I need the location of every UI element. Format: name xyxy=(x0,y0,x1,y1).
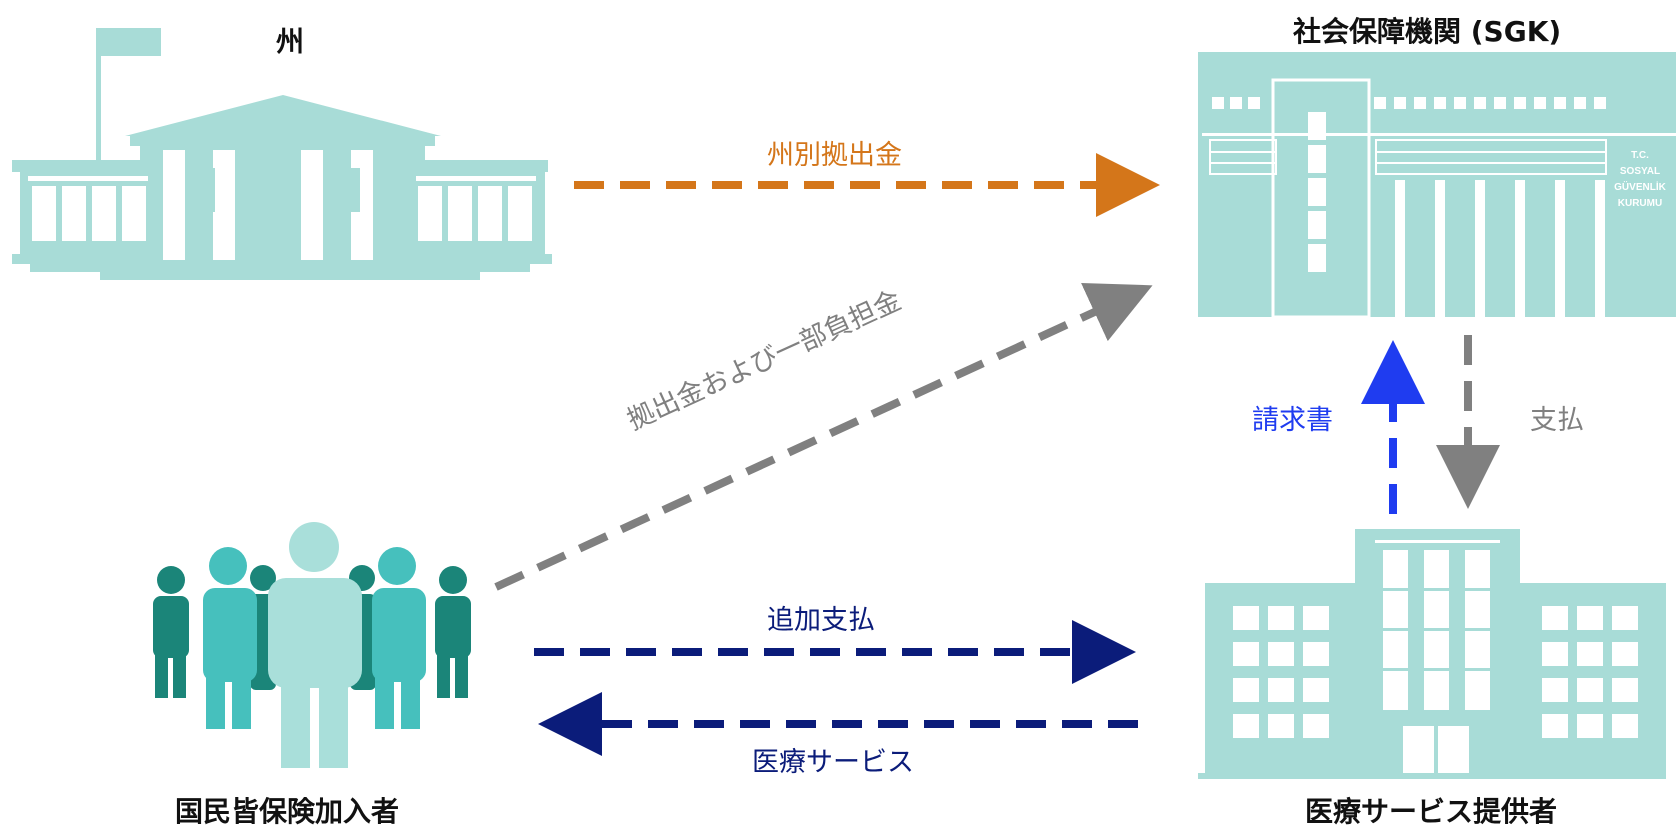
insured-title: 国民皆保険加入者 xyxy=(175,795,400,828)
sgk-building-icon: T.C. SOSYAL GÜVENLİK KURUMU xyxy=(1198,52,1676,319)
payment-label: 支払 xyxy=(1530,405,1584,436)
sgk-sign-line-4: KURUMU xyxy=(1618,198,1662,209)
insured-to-sgk-arrow xyxy=(494,282,1153,591)
sgk-title: 社会保障機関 (SGK) xyxy=(1293,15,1562,48)
provider-building-icon xyxy=(1198,529,1666,779)
sgk-sign-line-2: SOSYAL xyxy=(1620,166,1660,177)
sgk-sign-line-1: T.C. xyxy=(1631,150,1649,161)
provider-title: 医療サービス提供者 xyxy=(1305,795,1558,828)
invoice-label: 請求書 xyxy=(1252,405,1333,436)
people-group-icon xyxy=(153,522,471,768)
extra-payment-label: 追加支払 xyxy=(767,605,875,636)
state-building-icon xyxy=(12,28,552,280)
state-title: 州 xyxy=(276,25,305,58)
state-contribution-label: 州別拠出金 xyxy=(767,140,902,171)
sgk-sign-line-3: GÜVENLİK xyxy=(1614,180,1666,193)
health-service-label: 医療サービス xyxy=(752,747,914,778)
